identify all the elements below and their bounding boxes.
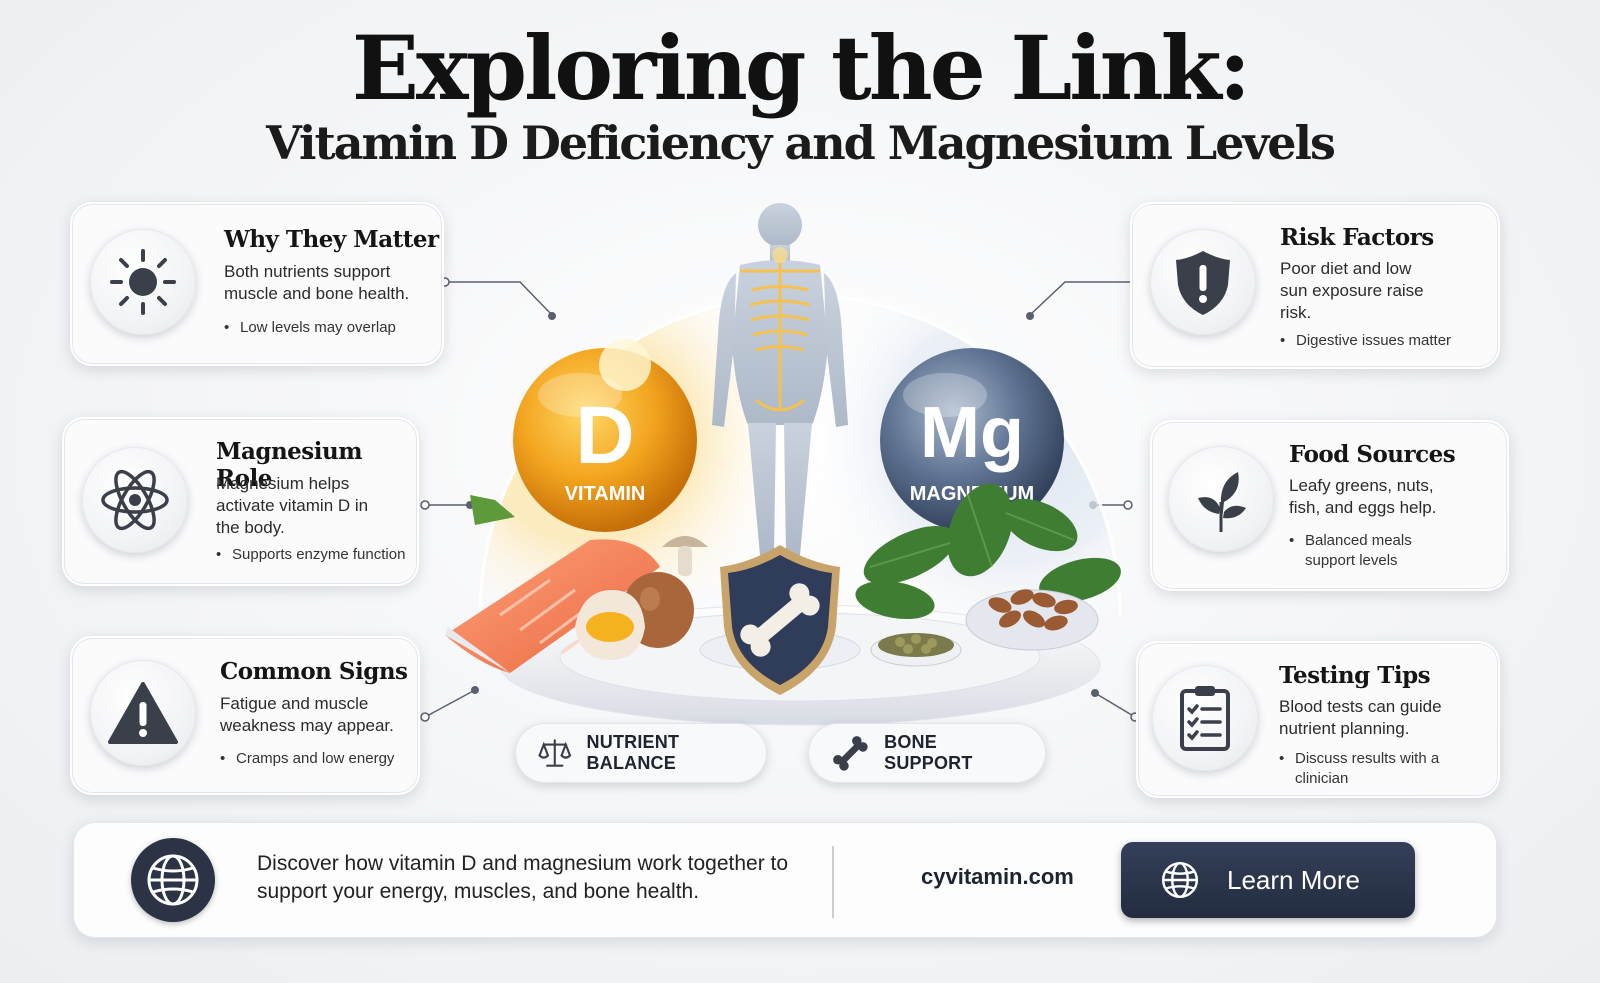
card-why-they-matter: Why They Matter Both nutrients support m… — [70, 202, 444, 366]
learn-more-button[interactable]: Learn More — [1121, 842, 1415, 918]
card-common-signs: Common Signs Fatigue and muscle weakness… — [70, 636, 420, 795]
footer-banner: Discover how vitamin D and magnesium wor… — [73, 822, 1497, 938]
bone-shield-icon — [720, 545, 840, 695]
card-title: Common Signs — [220, 658, 408, 685]
learn-more-label: Learn More — [1227, 864, 1360, 895]
leaf-icon — [1168, 446, 1274, 552]
card-title: Magnesium Role — [216, 438, 363, 492]
page-subtitle: Vitamin D Deficiency and Magnesium Level… — [266, 116, 1336, 170]
footer-description: Discover how vitamin D and magnesium wor… — [257, 852, 789, 903]
card-bullet: Cramps and low energy — [220, 749, 426, 769]
page-title: Exploring the Link: — [351, 16, 1251, 120]
globe-icon — [131, 838, 215, 922]
shield-alert-icon — [1150, 229, 1256, 335]
card-title: Testing Tips — [1279, 662, 1431, 689]
nutrient-balance-label: NUTRIENT BALANCE — [586, 732, 680, 773]
card-bullet: Low levels may overlap — [224, 318, 440, 338]
card-text: Both nutrients support muscle and bone h… — [224, 262, 410, 303]
card-text: Fatigue and muscle weakness may appear. — [220, 694, 394, 735]
bone-icon — [833, 736, 868, 771]
card-risk-factors: Risk Factors Poor diet and low sun expos… — [1130, 202, 1500, 369]
card-text: Blood tests can guide nutrient planning. — [1279, 697, 1442, 738]
clipboard-icon — [1152, 665, 1258, 771]
atom-icon — [82, 447, 188, 553]
card-text: Magnesium helps activate vitamin D in th… — [216, 474, 369, 537]
card-text: Poor diet and low sun exposure raise ris… — [1280, 259, 1424, 322]
card-text: Leafy greens, nuts, fish, and eggs help. — [1289, 476, 1437, 517]
card-bullet: Discuss results with a clinician — [1279, 749, 1465, 789]
card-food-sources: Food Sources Leafy greens, nuts, fish, a… — [1150, 420, 1509, 591]
bone-support-label: BONE SUPPORT — [884, 732, 973, 773]
sun-icon — [90, 229, 196, 335]
vitamin-d-letter: D — [575, 390, 634, 481]
card-bullet: Digestive issues matter — [1280, 331, 1496, 351]
card-magnesium-role: Magnesium Role Magnesium helps activate … — [62, 417, 419, 586]
bone-support-pill: BONE SUPPORT — [808, 723, 1046, 783]
footer-divider — [832, 846, 834, 918]
globe-icon — [1161, 861, 1199, 899]
website-link[interactable]: cyvitamin.com — [921, 864, 1074, 889]
card-title: Food Sources — [1289, 441, 1456, 468]
card-title: Risk Factors — [1280, 224, 1434, 251]
card-bullet: Balanced meals support levels — [1289, 531, 1455, 571]
card-bullet: Supports enzyme function — [216, 545, 432, 565]
card-testing-tips: Testing Tips Blood tests can guide nutri… — [1136, 641, 1500, 798]
card-title: Why They Matter — [224, 226, 439, 253]
warning-icon — [90, 660, 196, 766]
scale-icon — [538, 739, 572, 767]
vitamin-d-label: VITAMIN — [565, 483, 646, 505]
magnesium-symbol: Mg — [920, 393, 1024, 473]
nutrient-balance-pill: NUTRIENT BALANCE — [515, 723, 767, 783]
center-illustration: D VITAMIN Mg MAGNESIUM — [440, 195, 1160, 795]
